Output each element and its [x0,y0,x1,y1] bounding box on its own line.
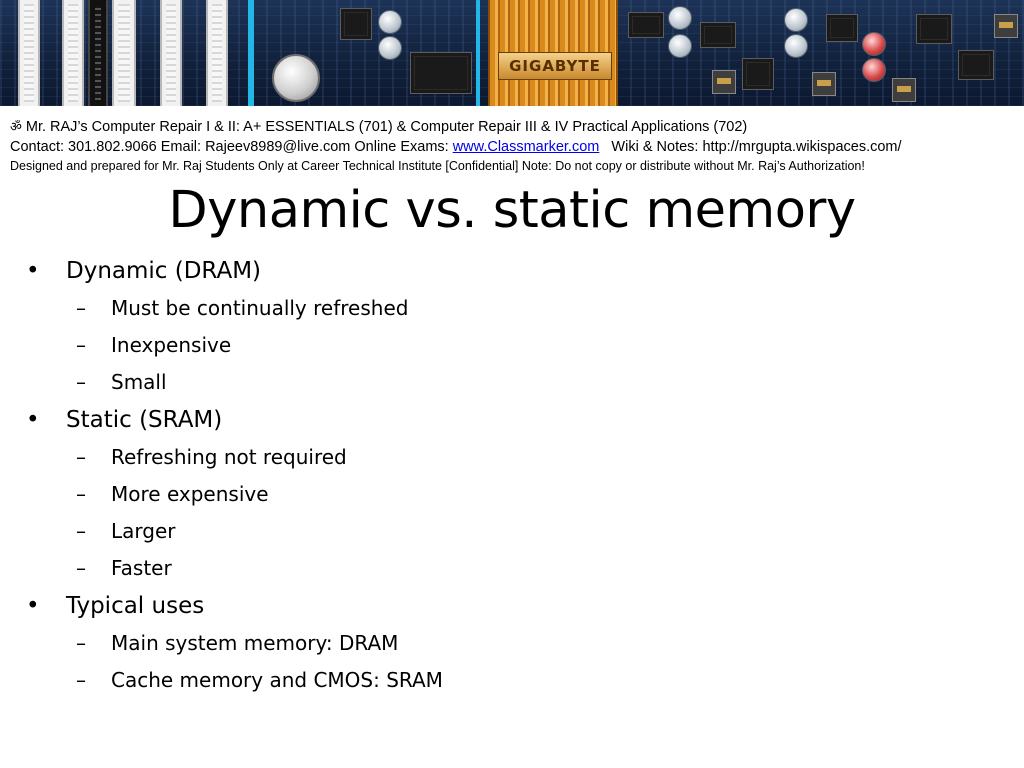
sub-bullet: – More expensive [26,476,1006,513]
cmos-battery [272,54,320,102]
sub-bullet-label: Larger [111,519,176,543]
sub-bullet-label: Refreshing not required [111,445,347,469]
sub-bullet: – Main system memory: DRAM [26,625,1006,662]
course-title: Mr. RAJ’s Computer Repair I & II: A+ ESS… [25,119,748,135]
sub-bullet-label: Faster [111,556,172,580]
sub-bullet-label: Cache memory and CMOS: SRAM [111,668,443,692]
sub-bullet: – Faster [26,550,1006,587]
pci-slot [62,0,84,106]
dash-marker: – [76,445,86,469]
contact-line: Contact: 301.802.9066 Email: Rajeev8989@… [10,137,1015,157]
dash-marker: – [76,333,86,357]
wiki-notes: Wiki & Notes: http://mrgupta.wikispaces.… [599,139,902,155]
sub-bullet-label: Inexpensive [111,333,232,357]
bullet-marker: • [26,593,40,619]
capacitor [378,36,402,60]
bullet-label: Static (SRAM) [66,407,223,433]
motherboard-banner-image: GIGABYTE [0,0,1024,106]
capacitor [862,58,886,82]
mosfet [826,14,858,42]
sub-bullet: – Larger [26,513,1006,550]
capacitor [668,6,692,30]
bullet-marker: • [26,258,40,284]
motherboard-brand-logo: GIGABYTE [498,52,612,80]
sub-bullet-label: Main system memory: DRAM [111,631,399,655]
mosfet [916,14,952,44]
sub-bullet: – Small [26,364,1006,401]
sub-bullet-label: Small [111,370,167,394]
dash-marker: – [76,482,86,506]
bullet-static-sram: • Static (SRAM) [26,401,1006,439]
om-symbol: ॐ [10,119,22,134]
dash-marker: – [76,631,86,655]
connector-latch [248,0,254,106]
bullet-marker: • [26,407,40,433]
mosfet [742,58,774,90]
classmarker-link[interactable]: www.Classmarker.com [452,139,600,155]
sub-bullet-label: Must be continually refreshed [111,296,409,320]
pci-slot [18,0,40,106]
choke-coil [994,14,1018,38]
sub-bullet: – Cache memory and CMOS: SRAM [26,662,1006,699]
pci-slot [160,0,182,106]
sub-bullet: – Refreshing not required [26,439,1006,476]
slide-title: Dynamic vs. static memory [168,181,856,240]
sub-bullet: – Inexpensive [26,327,1006,364]
capacitor [784,34,808,58]
dash-marker: – [76,370,86,394]
trace-strip [476,0,480,106]
bullet-typical-uses: • Typical uses [26,587,1006,625]
confidential-note: Designed and prepared for Mr. Raj Studen… [10,159,865,173]
dash-marker: – [76,668,86,692]
bios-chip [340,8,372,40]
contact-prefix: Contact: 301.802.9066 Email: Rajeev8989@… [10,139,453,155]
dash-marker: – [76,519,86,543]
bullet-label: Dynamic (DRAM) [66,258,262,284]
pci-express-slot [112,0,136,106]
sub-bullet-label: More expensive [111,482,269,506]
mosfet [958,50,994,80]
bullet-dynamic-dram: • Dynamic (DRAM) [26,252,1006,290]
slide-bullets: • Dynamic (DRAM) – Must be continually ref… [26,252,1006,699]
mosfet [700,22,736,48]
capacitor [784,8,808,32]
pci-slot [206,0,228,106]
choke-coil [812,72,836,96]
dash-marker: – [76,556,86,580]
pci-express-x1-slot [88,0,108,106]
capacitor [862,32,886,56]
mosfet [628,12,664,38]
capacitor [668,34,692,58]
dash-marker: – [76,296,86,320]
capacitor [378,10,402,34]
sub-bullet: – Must be continually refreshed [26,290,1006,327]
chipset [410,52,472,94]
choke-coil [712,70,736,94]
choke-coil [892,78,916,102]
bullet-label: Typical uses [66,593,205,619]
